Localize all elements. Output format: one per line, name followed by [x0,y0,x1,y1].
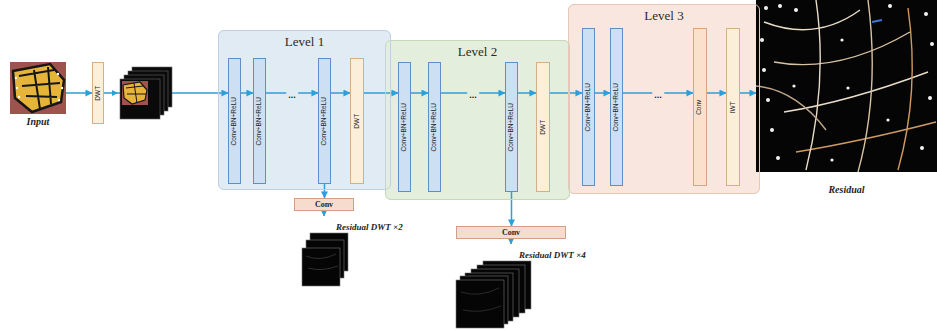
ellipsis-text: ... [467,90,479,100]
flow-arrow [550,92,582,94]
layer-box: Conv+BN+ReLU [610,28,623,186]
layer-box: Conv+BN+ReLU [428,62,441,192]
residual-stack: Residual DWT ×2 [300,216,420,290]
layer-box: IWT [726,28,740,186]
conv-label: Conv [315,201,333,209]
ellipsis-label: ... [467,84,479,102]
image-node: Input [10,62,66,128]
residual-stack: Residual DWT ×4 [455,244,595,330]
layer-label: IWT [730,101,737,113]
layer-box: DWT [92,62,104,124]
layer-box: Conv [693,28,707,186]
residual-label: Residual DWT ×4 [519,250,586,261]
image-caption: Input [27,116,50,128]
flow-arrow [510,239,512,244]
flow-arrow [740,92,756,94]
ellipsis-text: ... [286,90,298,100]
level-panel: Level 2 Conv+BN+ReLU Conv+BN+ReLU Conv+BN+R… [385,40,570,200]
conv-box: Conv [294,198,354,211]
ellipsis-label: ... [652,84,664,102]
layer-box: Conv+BN+ReLU [318,58,331,184]
residual-stack-image [300,232,350,292]
level-title: Level 2 [386,44,569,59]
level-title: Level 1 [219,34,390,49]
input-image [10,62,66,114]
layer-label: DWT [95,86,102,101]
layer-label: Conv+BN+ReLU [401,103,408,151]
panel-fill [218,30,391,190]
residual-stack-image [455,260,535,330]
flow-arrow [511,192,513,226]
flow-arrow [595,92,610,94]
residual-label: Residual DWT ×2 [336,222,403,233]
layer-label: Conv+BN+ReLU [508,103,515,151]
flow-arrow [331,92,350,94]
image-caption: Residual [828,184,864,196]
layer-label: Conv+BN+ReLU [431,103,438,151]
flow-arrow [364,92,398,94]
level-title: Level 3 [569,8,759,23]
layer-box: DWT [536,62,550,192]
layer-label: Conv+BN+ReLU [256,97,263,145]
level-panel: Level 3 Conv+BN+ReLU Conv+BN+ReLU Conv IWT [568,4,760,194]
layer-label: DWT [540,120,547,135]
flow-arrow [518,92,536,94]
panel-fill [568,4,760,194]
layer-box: Conv+BN+ReLU [582,28,595,186]
ellipsis-label: ... [286,84,298,102]
layer-label: Conv+BN+ReLU [231,97,238,145]
layer-box: Conv+BN+ReLU [228,58,241,184]
layer-label: Conv [697,99,704,114]
flow-arrow [323,211,325,216]
residual-image [756,0,937,172]
flow-arrow [66,92,92,94]
level-panel: Level 1 Conv+BN+ReLU Conv+BN+ReLU Conv+BN+R… [218,30,391,190]
conv-box: Conv [456,226,566,239]
ellipsis-text: ... [652,90,664,100]
flow-arrow [707,92,726,94]
flow-arrow [324,184,326,198]
image-node: Residual [756,0,937,196]
panel-fill [385,40,570,200]
flow-arrow [241,92,253,94]
flow-arrow [411,92,428,94]
layer-box: Conv+BN+ReLU [505,62,518,192]
layer-box: Conv+BN+ReLU [253,58,266,184]
conv-label: Conv [502,229,520,237]
layer-box: DWT [350,58,364,184]
layer-label: Conv+BN+ReLU [585,83,592,131]
layer-label: Conv+BN+ReLU [613,83,620,131]
layer-box: Conv+BN+ReLU [398,62,411,192]
layer-label: Conv+BN+ReLU [321,97,328,145]
subband-stack [108,66,174,122]
layer-label: DWT [354,114,361,129]
